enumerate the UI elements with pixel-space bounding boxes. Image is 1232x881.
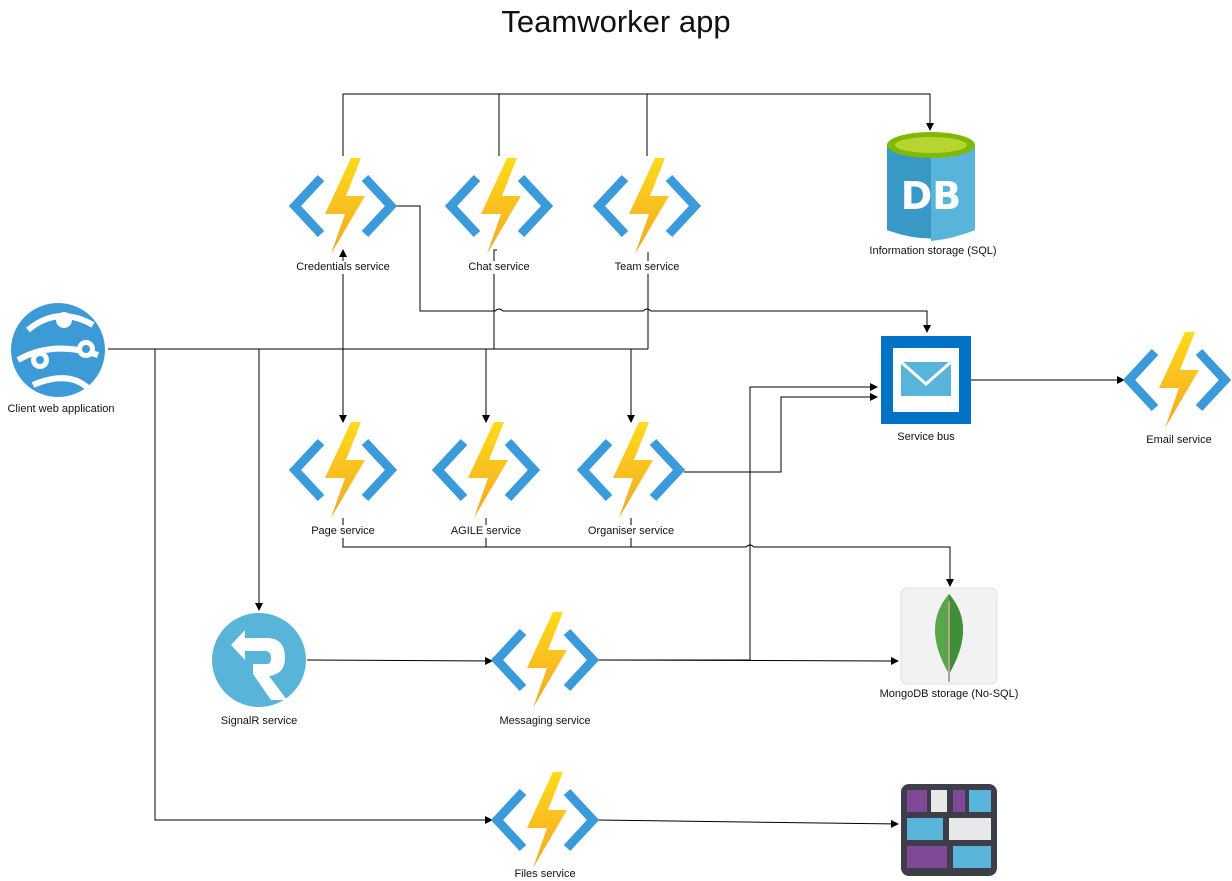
sql-database-icon: DB [887,132,975,241]
credentials-function-icon [295,158,391,254]
chat-service-label: Chat service [467,261,531,274]
signalr-service-label: SignalR service [219,715,299,728]
connector-client-files [154,349,493,824]
connectors [108,93,1125,828]
service-bus-label: Service bus [896,431,956,444]
email-service-label: Email service [1145,434,1213,447]
client-web-app-label: Client web application [6,403,116,416]
email-function-icon [1129,332,1225,428]
diagram-title: Teamworker app [501,4,731,39]
agile-function-icon [438,422,534,518]
storage-icon [901,784,997,876]
page-function-icon [295,422,391,518]
information-storage-label: Information storage (SQL) [868,245,998,258]
signalr-icon [212,613,306,707]
svg-text:DB: DB [901,174,962,218]
chat-function-icon [451,158,547,254]
client-web-app-icon [11,303,105,397]
team-service-label: Team service [613,261,681,274]
page-service-label: Page service [310,525,376,538]
connector-signalr-messaging [306,656,493,665]
mongodb-storage-label: MongoDB storage (No-SQL) [878,688,1020,701]
files-service-label: Files service [513,868,577,881]
team-function-icon [599,158,695,254]
organiser-function-icon [583,422,679,518]
files-function-icon [497,772,593,868]
connector-files-storage [596,819,899,828]
mongodb-icon [900,587,998,685]
organiser-service-label: Organiser service [586,525,676,538]
connector-organiser-bus [684,393,878,473]
agile-service-label: AGILE service [449,525,523,538]
connector-credentials-bus [394,205,931,333]
connector-credentials-db [342,93,934,156]
messaging-service-label: Messaging service [498,715,592,728]
connector-messaging-bus [597,383,878,661]
credentials-service-label: Credentials service [295,261,391,274]
connector-client-chat [493,249,497,349]
messaging-function-icon [497,612,593,708]
service-bus-icon [881,336,971,424]
